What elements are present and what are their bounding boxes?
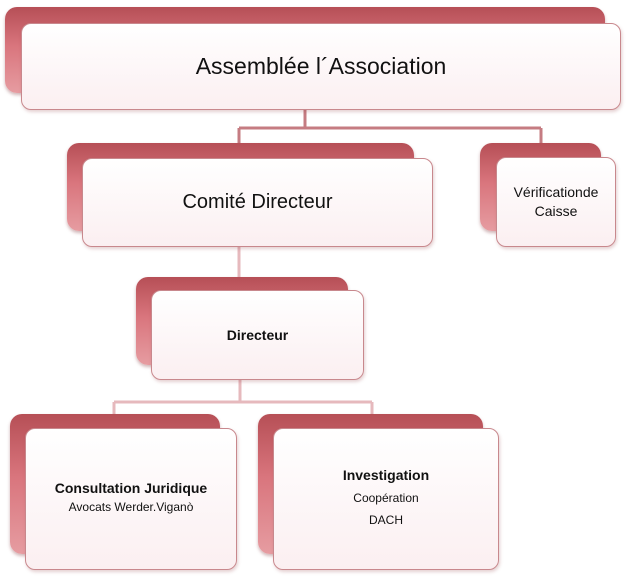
assemblee-node: Assemblée l´Association (21, 23, 621, 110)
verification-node: Vérificationde Caisse (496, 157, 616, 247)
directeur-label: Directeur (226, 327, 289, 343)
consultation-sublabel: Avocats Werder.Viganò (68, 500, 194, 514)
investigation-label: Investigation (342, 467, 430, 483)
comite-label: Comité Directeur (182, 191, 333, 213)
consultation-label: Consultation Juridique (54, 480, 208, 496)
investigation-sublabel-2: DACH (368, 513, 403, 527)
investigation-node: Investigation Coopération DACH (273, 428, 499, 570)
assemblee-label: Assemblée l´Association (195, 53, 447, 79)
verification-label-line1: Vérificationde (513, 184, 599, 200)
verification-label-line2: Caisse (534, 203, 578, 219)
investigation-sublabel-1: Coopération (353, 491, 419, 505)
consultation-node: Consultation Juridique Avocats Werder.Vi… (25, 428, 237, 570)
directeur-node: Directeur (151, 290, 364, 380)
comite-node: Comité Directeur (82, 158, 433, 247)
